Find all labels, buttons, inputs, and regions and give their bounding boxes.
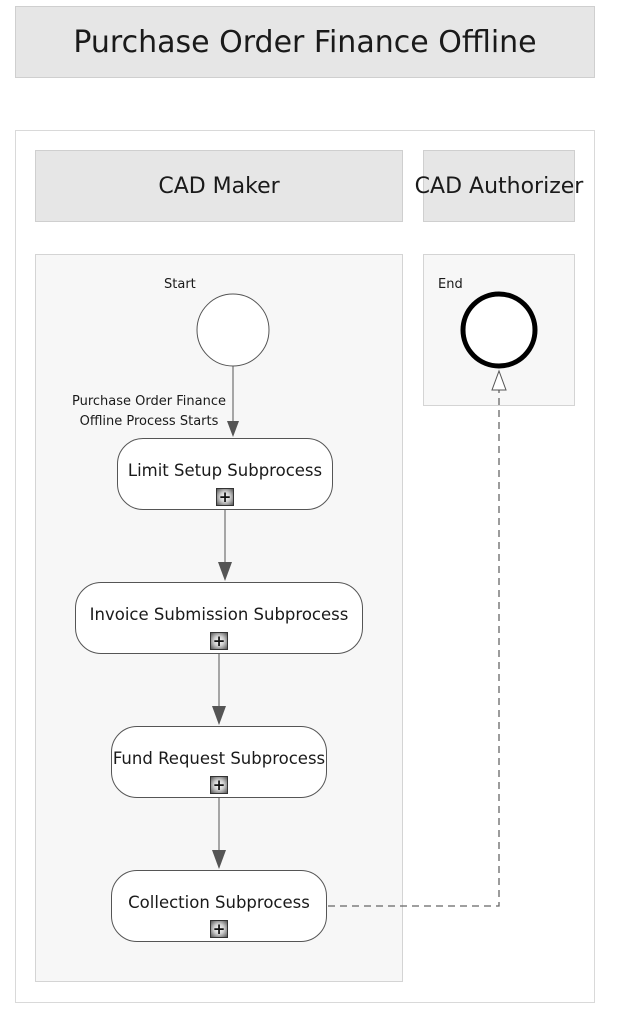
subprocess-expand-icon[interactable]: + <box>216 488 234 506</box>
subprocess-expand-icon[interactable]: + <box>210 632 228 650</box>
start-flow-label-line-2: Offline Process Starts <box>79 414 219 429</box>
subprocess-expand-icon[interactable]: + <box>210 776 228 794</box>
task-label: Limit Setup Subprocess <box>127 460 323 480</box>
end-event-label: End <box>438 277 463 292</box>
start-event-circle[interactable] <box>196 293 270 367</box>
task-label: Fund Request Subprocess <box>112 748 326 768</box>
end-event-circle[interactable] <box>460 291 538 369</box>
start-flow-label: Purchase Order Finance Offline Process S… <box>58 392 240 432</box>
lane-header-cad-authorizer: CAD Authorizer <box>415 150 583 222</box>
lane-header-cad-maker: CAD Maker <box>35 150 403 222</box>
task-limit-setup-subprocess[interactable]: Limit Setup Subprocess <box>117 438 333 510</box>
open-arrowhead <box>491 369 507 391</box>
task-label: Invoice Submission Subprocess <box>89 604 349 624</box>
arrowhead <box>227 421 239 437</box>
start-flow-label-line-1: Purchase Order Finance <box>72 394 226 409</box>
arrowhead <box>218 562 232 581</box>
arrowhead <box>212 850 226 869</box>
flow-collection-to-end[interactable] <box>328 390 500 907</box>
arrowhead <box>212 706 226 725</box>
subprocess-expand-icon[interactable]: + <box>210 920 228 938</box>
task-label: Collection Subprocess <box>128 892 310 912</box>
start-event-label: Start <box>164 277 196 292</box>
diagram-title: Purchase Order Finance Offline <box>15 6 595 78</box>
